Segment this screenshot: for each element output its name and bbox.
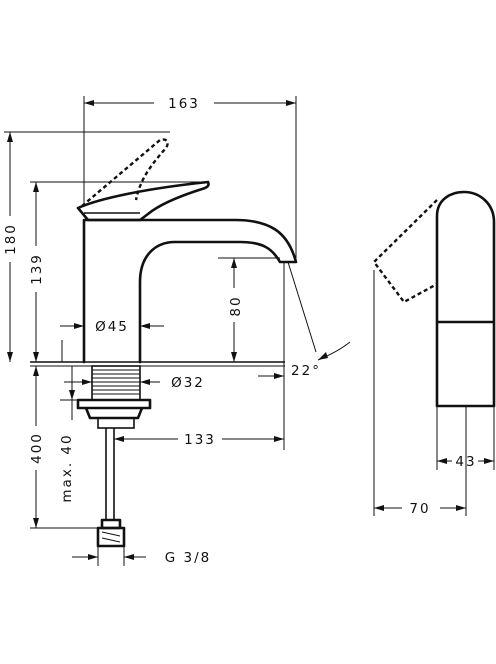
mounting-nut xyxy=(76,398,152,420)
dim-width-top: 163 xyxy=(168,96,200,112)
dim-spout-height: 80 xyxy=(228,295,244,316)
dim-projection: 133 xyxy=(184,432,216,448)
threaded-shank xyxy=(91,365,141,401)
lever-handle xyxy=(76,180,210,222)
faucet-side-view xyxy=(372,190,496,408)
faucet-body-outline xyxy=(82,218,298,364)
hose-connector xyxy=(96,526,126,548)
side-handle-open xyxy=(372,199,438,304)
dim-max-counter: max. 40 xyxy=(59,433,75,502)
supply-hose xyxy=(105,428,115,520)
dim-shank-length: 400 xyxy=(29,432,45,464)
dim-side-total: 70 xyxy=(409,501,430,517)
dim-body-diameter: Ø45 xyxy=(95,319,129,335)
dim-shank-diameter: Ø32 xyxy=(171,375,205,391)
dim-side-depth: 43 xyxy=(455,454,476,470)
dim-connection: G 3/8 xyxy=(165,550,211,566)
side-handle-outline xyxy=(435,190,496,408)
dim-height-lever: 139 xyxy=(29,253,45,285)
lever-handle-open xyxy=(81,138,169,207)
dimension-annotations: 163 180 139 80 Ø45 Ø32 xyxy=(2,96,351,566)
dim-spout-angle: 22° xyxy=(291,363,321,379)
nut-washer xyxy=(97,417,135,429)
side-dimension-annotations: 43 70 xyxy=(373,270,495,517)
dim-height-total: 180 xyxy=(3,223,19,255)
